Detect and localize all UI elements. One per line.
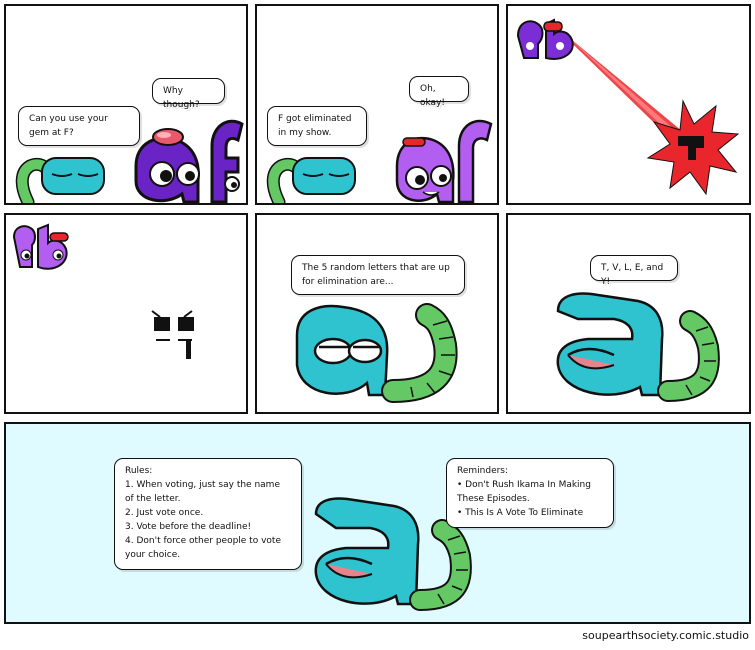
panel-5: The 5 random letters that are up for eli… <box>255 213 499 414</box>
bubble-text: T, V, L, E, and Y! <box>601 263 664 287</box>
reminders-heading: Reminders: <box>457 466 509 476</box>
rule-item: 4. Don't force other people to vote your… <box>125 535 281 560</box>
rule-item: 3. Vote before the deadline! <box>125 521 252 532</box>
bubble-text: Can you use your gem at F? <box>29 114 108 138</box>
rules-bubble: Rules: 1. When voting, just say the name… <box>114 458 302 570</box>
panel-4-art <box>12 223 194 359</box>
panel-2: F got eliminated in my show. Oh, okay! <box>255 4 499 205</box>
teal-letter-a-character <box>314 497 420 606</box>
laser-beam <box>548 20 688 144</box>
bubble-text: Oh, okay! <box>420 84 446 108</box>
teal-letter-character <box>292 157 356 195</box>
panel-3-art <box>516 18 740 196</box>
bubble-text: F got eliminated in my show. <box>278 114 352 138</box>
reminder-item: • Don't Rush Ikama In Making These Episo… <box>457 479 591 504</box>
panel-1-art <box>15 119 244 203</box>
teal-letter-a-character <box>556 292 664 397</box>
violet-letter-f-character <box>457 119 493 203</box>
purple-letter-f-character <box>210 119 244 203</box>
speech-bubble-purple: Why though? <box>152 78 225 110</box>
panel-6: T, V, L, E, and Y! <box>506 213 751 414</box>
charred-letter-remains <box>151 310 194 359</box>
green-letter-character <box>657 310 720 402</box>
panel-5-art <box>295 303 458 403</box>
purple-letter-a-character <box>134 128 200 203</box>
panel-7: Rules: 1. When voting, just say the name… <box>4 422 751 624</box>
panel-3 <box>506 4 751 205</box>
speech-bubble: The 5 random letters that are up for eli… <box>291 255 465 295</box>
reminders-bubble: Reminders: • Don't Rush Ikama In Making … <box>446 458 614 528</box>
bubble-text: The 5 random letters that are up for eli… <box>302 263 450 287</box>
teal-letter-a-character <box>295 304 389 397</box>
bubble-text: Why though? <box>163 86 200 110</box>
violet-letter-a-character <box>395 136 455 203</box>
green-letter-character <box>381 303 458 403</box>
violet-letter-ab-character <box>12 223 69 270</box>
site-credit: soupearthsociety.comic.studio <box>582 629 749 642</box>
speech-bubble-teal: Can you use your gem at F? <box>18 106 140 146</box>
rule-item: 2. Just vote once. <box>125 507 204 518</box>
panel-4 <box>4 213 248 414</box>
speech-bubble-violet: Oh, okay! <box>409 76 469 108</box>
explosion-burst <box>646 99 740 196</box>
panel-6-art <box>556 292 720 402</box>
teal-letter-character <box>41 157 105 195</box>
speech-bubble-teal: F got eliminated in my show. <box>267 106 367 146</box>
speech-bubble: T, V, L, E, and Y! <box>590 255 678 287</box>
purple-letter-ab-character <box>516 18 574 60</box>
rules-heading: Rules: <box>125 466 153 476</box>
panel-7-art <box>314 497 472 611</box>
reminder-item: • This Is A Vote To Eliminate <box>457 507 584 518</box>
green-letter-character <box>409 519 472 611</box>
rule-item: 1. When voting, just say the name of the… <box>125 479 280 504</box>
panel-1: Can you use your gem at F? Why though? <box>4 4 248 205</box>
panel-2-art <box>266 119 493 203</box>
